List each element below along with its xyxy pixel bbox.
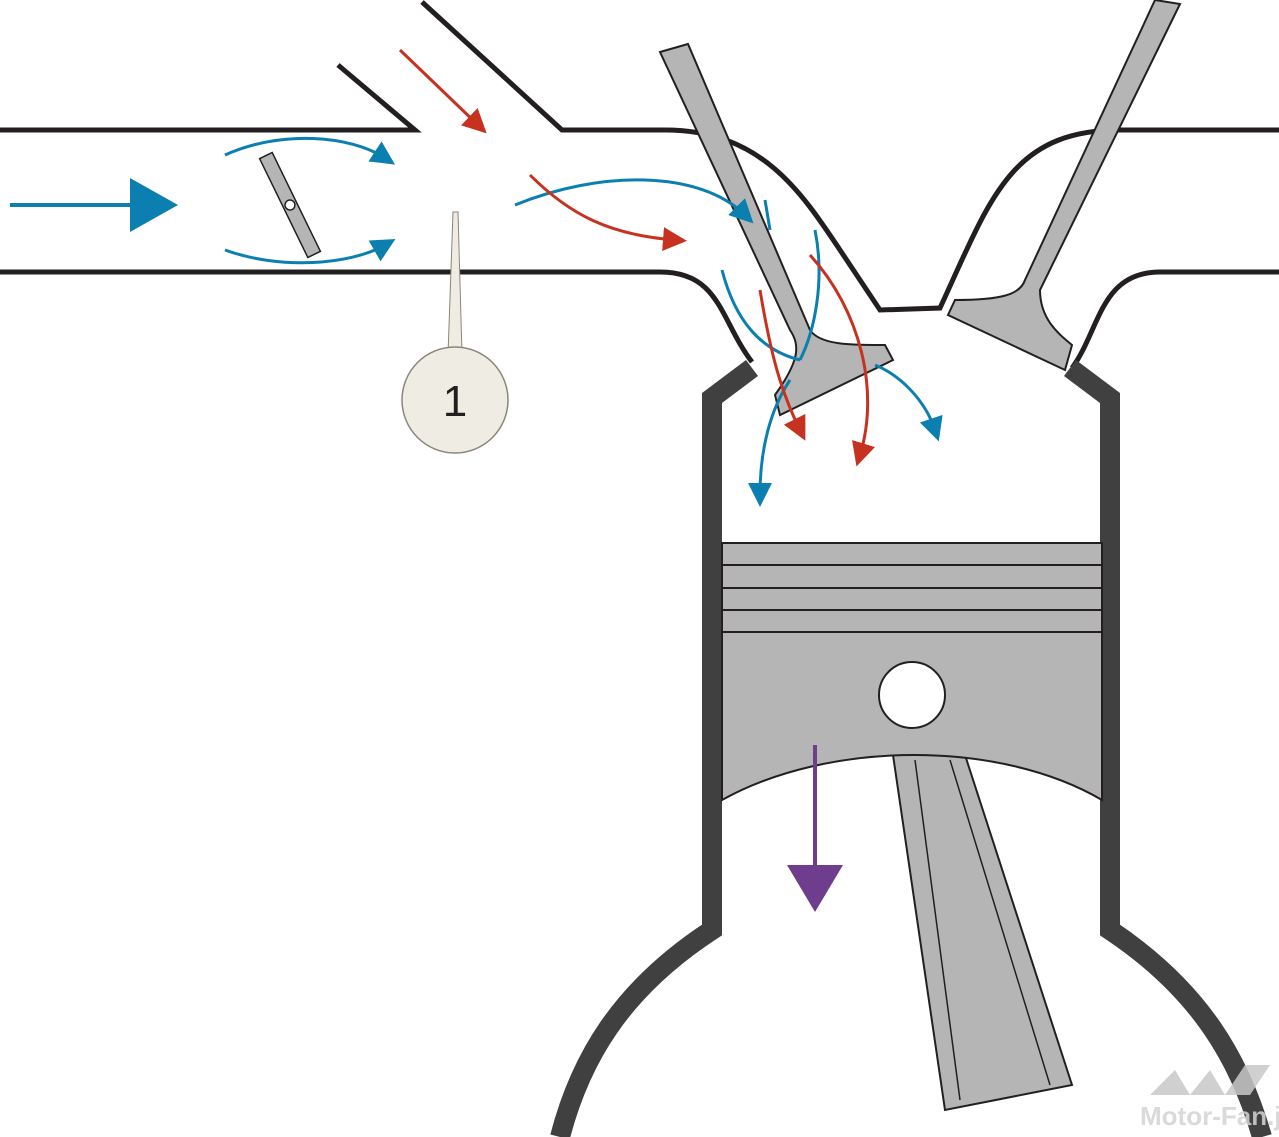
intake-air-flow bbox=[10, 136, 943, 507]
piston-down-arrow bbox=[787, 745, 843, 912]
connecting-rod bbox=[891, 754, 1074, 1112]
throttle-valve bbox=[258, 151, 322, 259]
cylinder-wall bbox=[550, 360, 1272, 1137]
gas-flow bbox=[398, 48, 875, 467]
exhaust-valve bbox=[946, 0, 1182, 372]
watermark-text: Motor-Fan.jp bbox=[1140, 1101, 1279, 1131]
intake-valve bbox=[658, 42, 895, 417]
callout-label: 1 bbox=[443, 377, 467, 426]
piston bbox=[721, 542, 1103, 802]
callout-1: 1 bbox=[401, 211, 509, 454]
piston-pin-hole bbox=[878, 661, 946, 729]
watermark-logo: Motor-Fan.jp bbox=[1140, 1065, 1279, 1131]
